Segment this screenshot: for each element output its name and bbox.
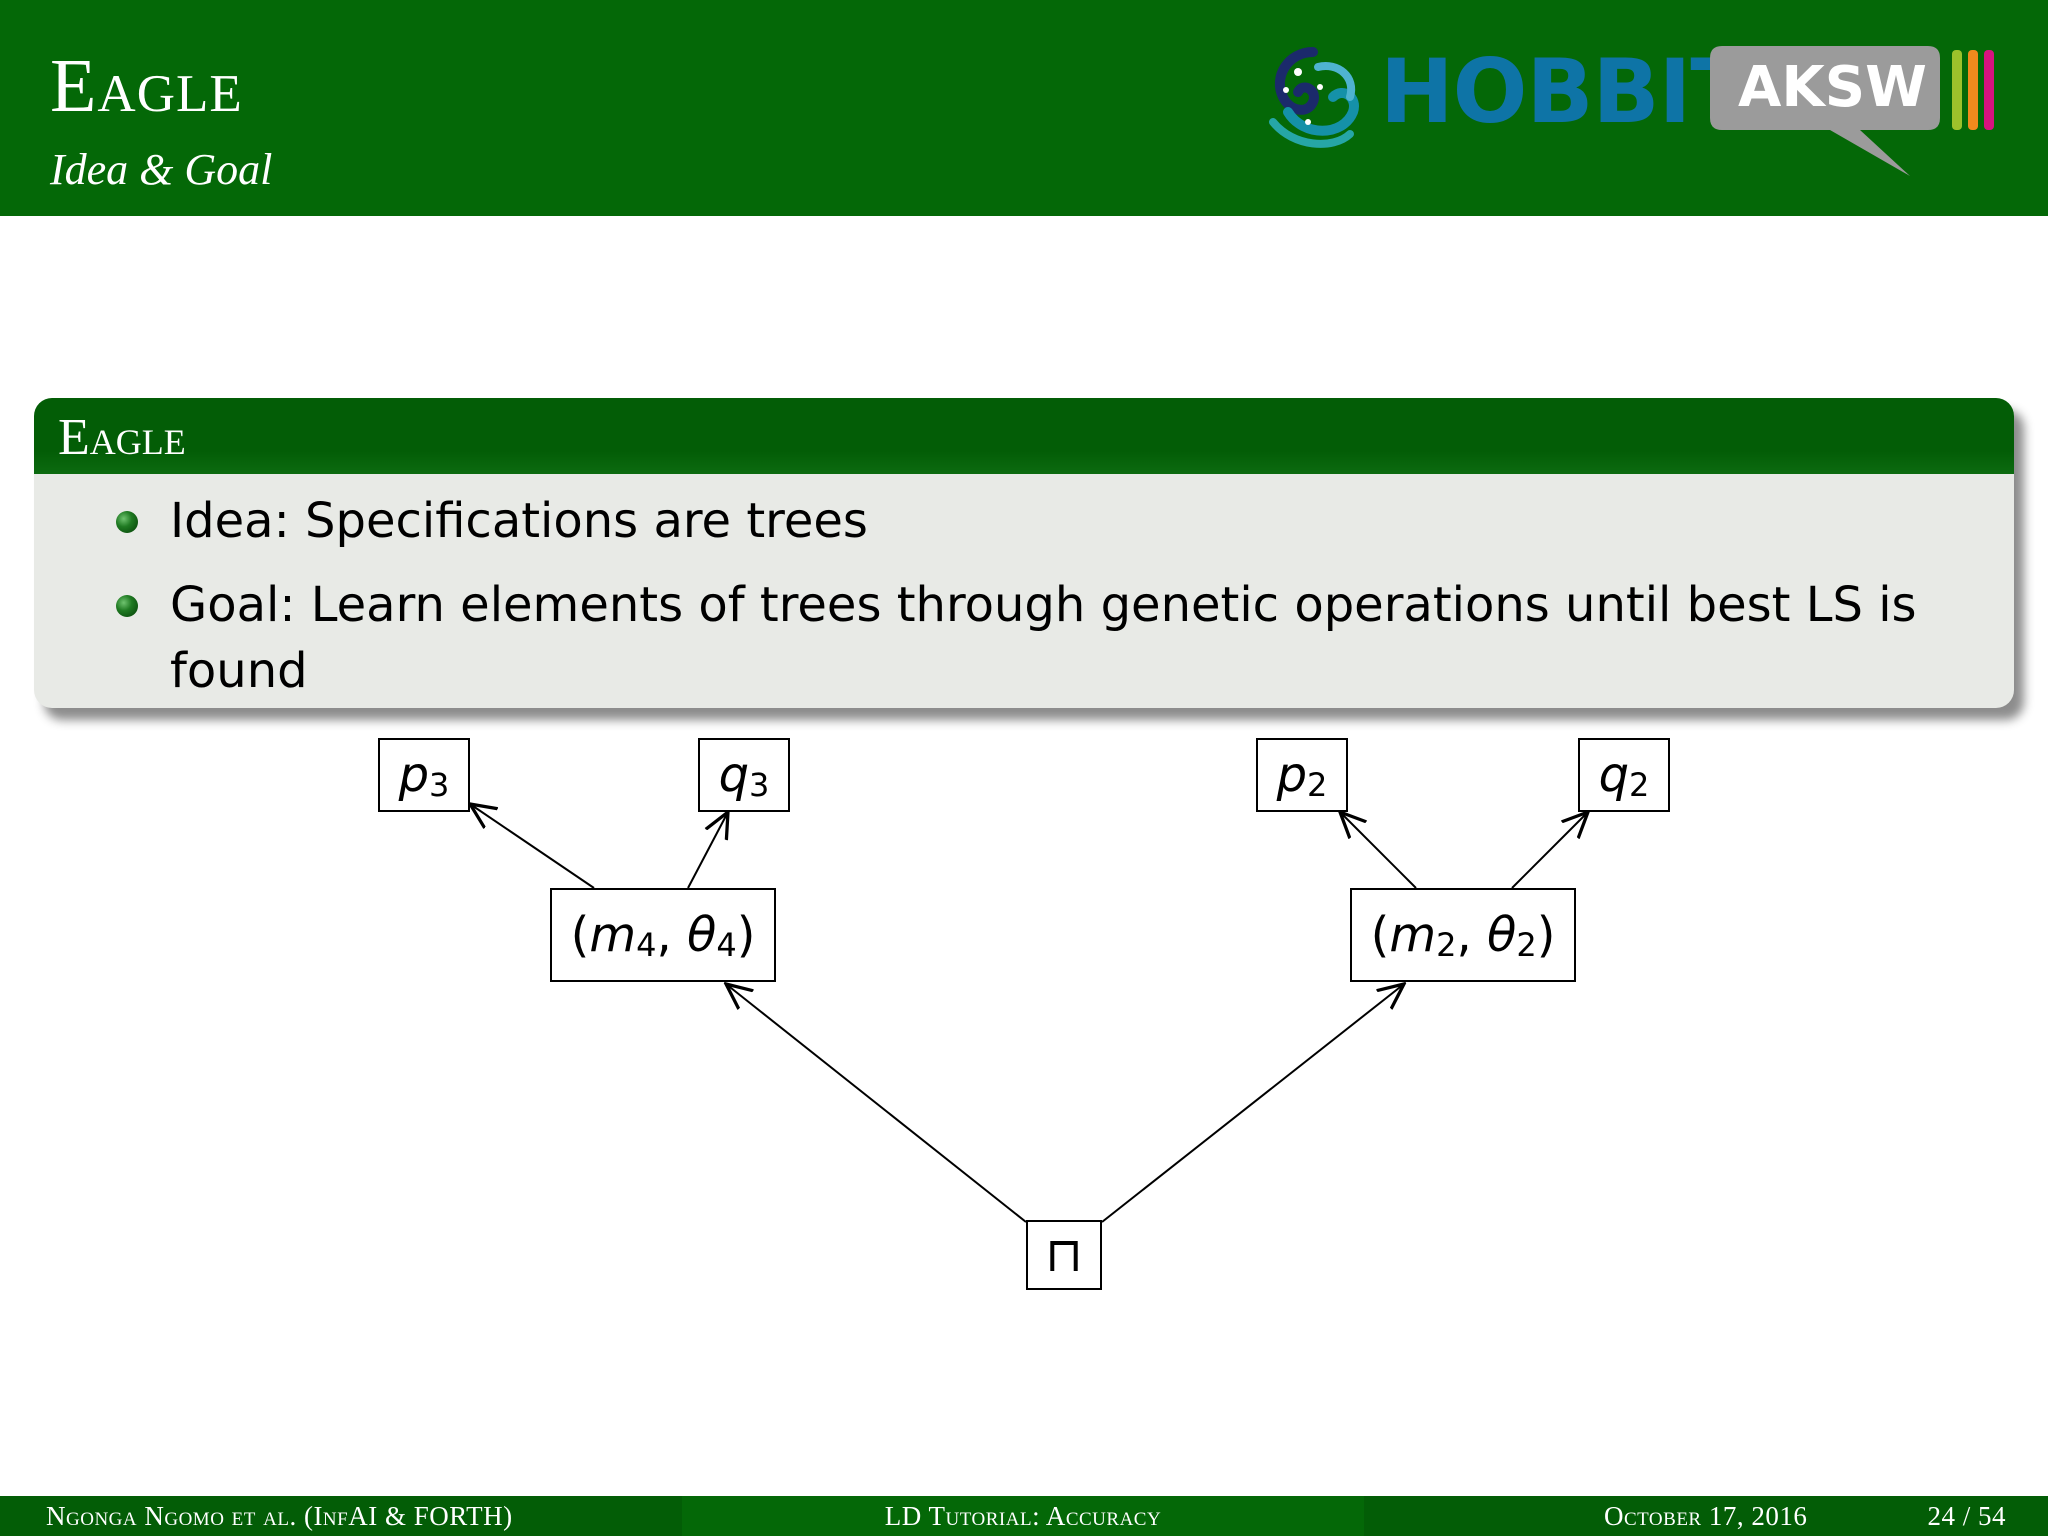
- footer-right: October 17, 2016 24 / 54: [1364, 1496, 2048, 1536]
- block-title: Eagle: [58, 409, 186, 466]
- node-root-meet: ⊓: [1026, 1220, 1102, 1290]
- logo-area: HOBBIT AKSW: [1250, 38, 2010, 178]
- node-symbol: q: [718, 747, 750, 803]
- node-threshold-index: 4: [716, 926, 737, 964]
- node-measure-index: 2: [1436, 926, 1457, 964]
- node-index: 2: [1307, 766, 1328, 804]
- aksw-logo-text: AKSW: [1738, 55, 1927, 120]
- edge-root-left: [726, 984, 1027, 1223]
- meet-operator: ⊓: [1045, 1227, 1083, 1283]
- bullet-icon: [116, 511, 138, 533]
- node-threshold: θ: [686, 907, 717, 963]
- footer-authors: Ngonga Ngomo et al. (InfAI & FORTH): [0, 1496, 682, 1536]
- bullet-icon: [116, 595, 138, 617]
- slide-title: Eagle: [50, 44, 243, 128]
- node-index: 3: [429, 766, 450, 804]
- node-measure-index: 4: [636, 926, 657, 964]
- footer-page-number: 24 / 54: [1927, 1501, 2006, 1531]
- edge-left-q3: [687, 812, 728, 889]
- footer-talk-title: LD Tutorial: Accuracy: [682, 1496, 1364, 1536]
- node-measure: m: [589, 907, 637, 963]
- edge-right-q2: [1511, 812, 1588, 889]
- node-symbol: p: [1276, 747, 1308, 803]
- edge-right-p2: [1340, 812, 1417, 889]
- bullet-text: Goal: Learn elements of trees through ge…: [170, 577, 1917, 699]
- node-symbol: q: [1598, 747, 1630, 803]
- aksw-logo-icon: [1710, 46, 1994, 176]
- edge-left-p3: [470, 804, 595, 889]
- slide-footer: Ngonga Ngomo et al. (InfAI & FORTH) LD T…: [0, 1496, 2048, 1536]
- node-threshold-index: 2: [1516, 926, 1537, 964]
- bullet-text: Idea: Specifications are trees: [170, 493, 868, 549]
- content-block: Eagle Idea: Specifications are trees Goa…: [34, 398, 2014, 708]
- slide-subtitle: Idea & Goal: [50, 145, 273, 194]
- node-symbol: p: [398, 747, 430, 803]
- node-measure: m: [1389, 907, 1437, 963]
- footer-date: October 17, 2016: [1604, 1501, 1808, 1531]
- block-title-bar: Eagle: [34, 398, 2014, 474]
- node-threshold: θ: [1486, 907, 1517, 963]
- hobbit-logo-icon: [1269, 47, 1359, 148]
- edge-root-right: [1101, 984, 1404, 1223]
- node-index: 2: [1629, 766, 1650, 804]
- slide-header: Eagle Idea & Goal HOBBIT AKSW: [0, 0, 2048, 216]
- node-index: 3: [749, 766, 770, 804]
- hobbit-logo-text: HOBBIT: [1380, 40, 1750, 143]
